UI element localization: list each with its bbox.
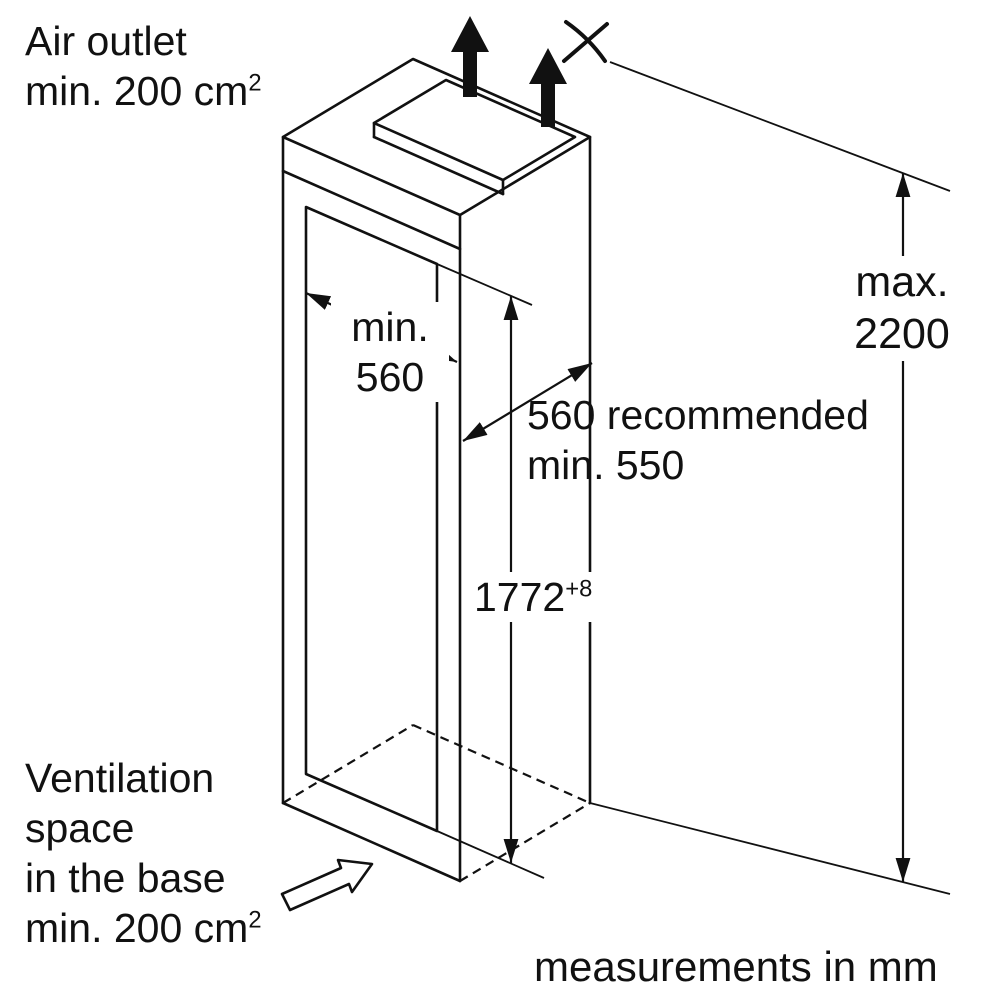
ventilation-line2: space <box>25 805 135 852</box>
air-crossing-symbol-icon <box>562 20 609 63</box>
air-outlet-label: Air outlet min. 200 cm2 <box>25 16 262 116</box>
extension-line-overall-top <box>609 61 951 192</box>
niche-height-value: 1772 <box>474 574 566 620</box>
ventilation-line4: min. 200 cm2 <box>25 903 262 953</box>
ventilation-superscript: 2 <box>248 906 262 934</box>
air-outlet-superscript: 2 <box>248 69 262 97</box>
air-outlet-line2: min. 200 cm2 <box>25 66 262 116</box>
ventilation-line1: Ventilation <box>25 755 215 801</box>
niche-depth-line1: 560 recommended <box>527 392 869 438</box>
niche-depth-line2: min. 550 <box>527 442 685 489</box>
ventilation-line4-text: min. 200 cm <box>25 905 249 952</box>
frame-inner-opening <box>304 205 439 833</box>
ventilation-line3: in the base <box>25 855 226 902</box>
air-outlet-line1: Air outlet <box>25 18 187 64</box>
depth-dimension-arrow <box>462 362 593 442</box>
frame-bottom-edge <box>281 801 462 883</box>
airflow-up-arrow-icon <box>451 16 489 97</box>
air-outlet-line2-text: min. 200 cm <box>25 68 249 115</box>
overall-height-line1: max. <box>855 258 949 306</box>
overall-height-line2: 2200 <box>854 310 950 359</box>
niche-height-tolerance: +8 <box>565 575 593 603</box>
frame-top-band <box>281 169 462 251</box>
niche-depth-label: 560 recommended min. 550 <box>527 390 869 490</box>
niche-height-label: 1772+8 <box>470 572 597 623</box>
airflow-up-arrows <box>451 16 567 127</box>
extension-line-height-top <box>436 263 533 306</box>
niche-width-line1: min. <box>351 304 429 350</box>
extension-line-overall-bottom <box>589 802 951 895</box>
top-air-slot <box>372 78 577 196</box>
base-airflow-arrow-icon <box>280 858 374 912</box>
overall-height-label: max. 2200 <box>836 256 968 361</box>
airflow-up-arrow-icon <box>529 48 567 127</box>
extension-lines <box>436 61 951 895</box>
niche-width-label: min. 560 <box>331 302 449 403</box>
hidden-bottom-edges <box>282 723 591 882</box>
extension-line-height-bottom <box>436 830 545 879</box>
ventilation-label: Ventilation space in the base min. 200 c… <box>25 753 262 953</box>
measurements-note: measurements in mm <box>534 943 938 990</box>
niche-width-line2: 560 <box>355 354 425 401</box>
